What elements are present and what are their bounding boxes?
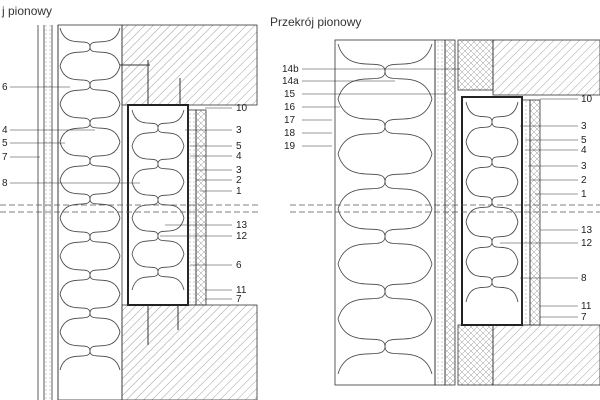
- label: 6: [2, 82, 8, 93]
- board-layer: [529, 99, 541, 326]
- insulation-waves: [131, 109, 185, 291]
- label: 4: [2, 125, 8, 136]
- label: 6: [236, 260, 242, 271]
- leader-lines-right: [500, 98, 578, 318]
- label: 7: [2, 152, 8, 163]
- label: 10: [236, 103, 248, 114]
- concrete-slab-bottom: [121, 304, 258, 400]
- render-layer: [434, 39, 446, 386]
- leader-lines-left: [302, 68, 460, 147]
- insulation-wave: [59, 103, 121, 143]
- label: 11: [236, 285, 247, 296]
- right-panel-title: Przekrój pionowy: [270, 15, 361, 29]
- label: 13: [236, 220, 248, 231]
- insulation-wave: [59, 179, 121, 219]
- label: 1: [236, 186, 242, 197]
- insulation-wave: [465, 221, 519, 263]
- labels-right: 10 3 5 4 3 2 1 13 12 6 11 7: [236, 103, 248, 305]
- label: 7: [236, 294, 242, 305]
- insulation-waves: [465, 101, 519, 303]
- insulation-wave: [131, 217, 185, 255]
- label: 18: [284, 128, 296, 139]
- label: 4: [236, 151, 242, 162]
- insulation-column: [334, 39, 436, 386]
- board-layer: [195, 109, 207, 306]
- insulation-wave: [59, 217, 121, 257]
- insulation-wave: [59, 293, 121, 333]
- label: 3: [236, 165, 242, 176]
- insulation-wave: [337, 318, 433, 375]
- label: 12: [581, 238, 593, 249]
- insulation-wave: [337, 43, 433, 100]
- label: 5: [2, 138, 8, 149]
- label: 13: [581, 225, 593, 236]
- insulation-waves: [59, 27, 121, 371]
- insulation-wave: [59, 65, 121, 105]
- label: 2: [581, 175, 587, 186]
- labels-right: 10 3 5 4 3 2 1 13 12 8 11 7: [581, 94, 593, 323]
- insulation-wave: [465, 261, 519, 303]
- label: 2: [236, 175, 242, 186]
- insulation-wave: [337, 208, 433, 265]
- left-panel-title: j pionowy: [1, 4, 52, 18]
- label: 7: [581, 312, 587, 323]
- concrete-slab-bottom: [492, 324, 600, 386]
- label: 4: [581, 145, 587, 156]
- insulation-wave: [465, 101, 519, 143]
- label: 5: [236, 141, 242, 152]
- board-layer: [521, 99, 531, 326]
- anchors: [120, 60, 181, 345]
- leader-lines-right: [160, 107, 232, 300]
- label: 19: [284, 141, 296, 152]
- right-section: Przekrój pionowy 1: [270, 15, 600, 386]
- label: 5: [581, 135, 587, 146]
- left-section: j pionowy: [0, 4, 260, 400]
- label: 3: [236, 125, 242, 136]
- label: 14b: [282, 64, 299, 75]
- label: 11: [581, 301, 592, 312]
- anchor-block-top: [457, 39, 494, 91]
- label: 14a: [282, 76, 299, 87]
- label: 3: [581, 161, 587, 172]
- insulation-wave: [337, 263, 433, 320]
- insulation-wave: [59, 27, 121, 67]
- insulation-column: [57, 24, 123, 400]
- label: 12: [236, 231, 248, 242]
- anchor-block-bottom: [457, 324, 494, 386]
- insulation-wave: [337, 98, 433, 155]
- insulation-wave: [131, 145, 185, 183]
- insulation-wave: [465, 141, 519, 183]
- concrete-slab-top: [492, 39, 600, 96]
- label: 8: [581, 273, 587, 284]
- label: 10: [581, 94, 593, 105]
- insulation-wave: [59, 255, 121, 295]
- label: 16: [284, 102, 296, 113]
- labels-left: 14b 14a 15 16 17 18 19: [282, 64, 299, 152]
- label: 8: [2, 178, 8, 189]
- labels-left: 6 4 5 7 8: [2, 82, 8, 189]
- insulation-wave: [59, 331, 121, 371]
- leader-lines-left: [10, 86, 140, 184]
- insulation-wave: [337, 153, 433, 210]
- insulation-waves: [337, 43, 433, 375]
- label: 15: [284, 89, 296, 100]
- label: 3: [581, 121, 587, 132]
- insulation-wave: [131, 181, 185, 219]
- insulation-wave: [465, 181, 519, 223]
- label: 1: [581, 189, 587, 200]
- render-layer: [44, 25, 52, 400]
- insulation-wave: [131, 253, 185, 291]
- board-layer: [187, 109, 197, 306]
- label: 17: [284, 115, 296, 126]
- board-layer: [444, 39, 456, 386]
- insulation-wave: [59, 141, 121, 181]
- insulation-wave: [131, 109, 185, 147]
